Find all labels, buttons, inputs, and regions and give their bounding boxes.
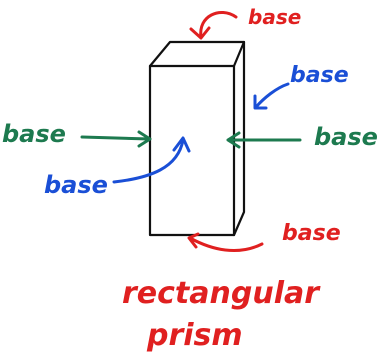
right-face-base-arrow xyxy=(226,131,302,149)
right-face-base-annotation: base xyxy=(226,123,378,151)
bottom-base-annotation: base xyxy=(187,221,341,252)
top-base-label: base xyxy=(248,5,301,29)
caption-line-2: prism xyxy=(146,318,243,353)
right-side-base-label: base xyxy=(290,63,349,88)
prism-right-face xyxy=(232,40,246,237)
bottom-base-label: base xyxy=(282,221,341,246)
front-face-base-annotation: base xyxy=(44,136,191,199)
right-side-base-annotation: base xyxy=(253,63,349,110)
prism xyxy=(148,40,246,237)
front-face-base-label: base xyxy=(44,171,108,199)
left-face-base-annotation: base xyxy=(2,120,152,148)
front-face-base-arrow xyxy=(112,136,191,184)
right-side-base-arrow xyxy=(253,82,290,110)
top-base-annotation: base xyxy=(189,5,301,40)
top-base-arrow xyxy=(189,11,238,40)
caption-line-1: rectangular xyxy=(122,276,321,311)
right-face-base-label: base xyxy=(314,123,378,151)
prism-front-face xyxy=(148,64,236,237)
bottom-base-arrow xyxy=(187,232,264,252)
left-face-base-arrow xyxy=(80,130,152,148)
prism-top-face xyxy=(148,40,246,68)
left-face-base-label: base xyxy=(2,120,66,148)
